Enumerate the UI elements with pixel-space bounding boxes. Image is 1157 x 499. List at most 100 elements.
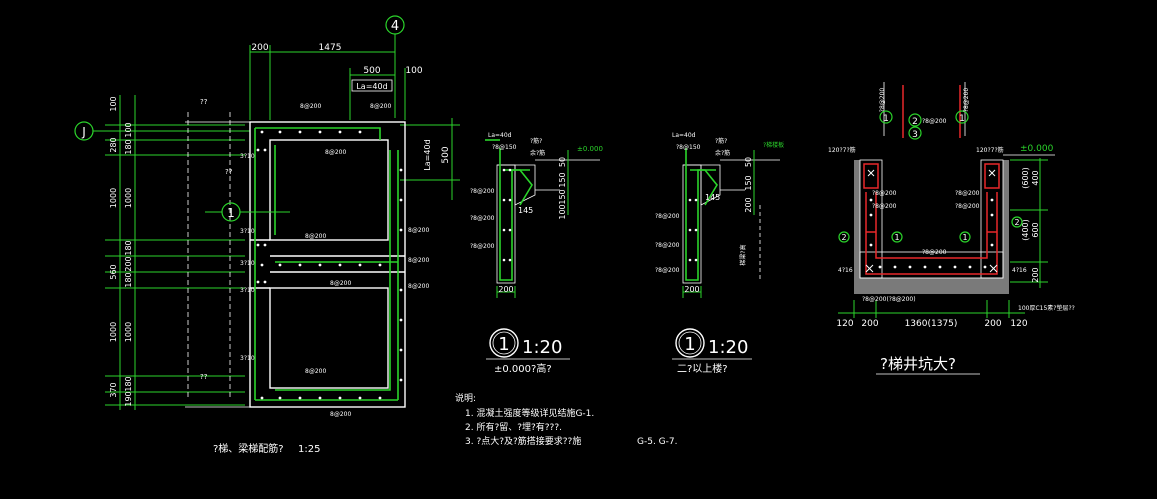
detail-a-tag-6: ?8@200 <box>470 243 495 250</box>
pit-tag-right-1: ?8@200 <box>955 190 980 197</box>
pit-dim-right-1: 400 <box>1031 170 1040 185</box>
detail-a: 200 145 50 150 150 100 ±0.000 La=40d ?8@… <box>470 132 603 375</box>
rebar-tag-4: 8@200 <box>305 368 326 375</box>
dim-inner-8: 190 <box>124 391 133 406</box>
small-tag-0: 3?10 <box>240 153 255 160</box>
detail-b-tag-3: 余?筋 <box>715 149 730 157</box>
pit-side-bubble-2 <box>959 231 971 243</box>
pit-bubble-0 <box>879 110 893 124</box>
detail-b-tag-7: 梯梁?高 <box>739 244 747 265</box>
notes-item-2: 2. 所有?留、?埋?有???. <box>465 421 562 433</box>
pit-top-label-2: ?8@200 <box>963 88 970 113</box>
pit-side-bubble-3 <box>1011 216 1023 228</box>
detail-b-dim-145: 145 <box>705 193 720 202</box>
lb-label: La=40d <box>423 139 432 170</box>
pit-bubble-label-3: 3 <box>912 130 918 140</box>
la-label: La=40d <box>356 82 387 91</box>
dim-inner-4: 200 <box>124 256 133 271</box>
detail-b: 200 145 50 150 200 La=40d ?8@150 ?筋? 余?筋… <box>655 132 784 375</box>
rebar-tag-7: 8@200 <box>408 257 429 264</box>
note-0: ?? <box>200 98 208 106</box>
detail-b-tag-5: ?8@200 <box>655 242 680 249</box>
pit-detail: 1 2 1 3 ?8@200 ?8@200 ?8@200 <box>828 82 1075 375</box>
detail-a-tag-1: ?8@150 <box>492 144 517 151</box>
pit-bottom-right-note: 100厚C15素?垫层?? <box>1018 304 1075 312</box>
pit-bubble-label-1: 2 <box>912 117 918 127</box>
dim-left-0: 100 <box>109 96 118 111</box>
rebar-tag-6: 8@200 <box>408 227 429 234</box>
pit-side-bubble-label-1: 1 <box>894 233 899 242</box>
pit-side-bubble-label-3: 2 <box>1014 218 1019 227</box>
dim-left-4: 1000 <box>109 322 118 342</box>
dim-left-5: 370 <box>109 382 118 397</box>
detail-a-subtitle: ±0.000?高? <box>494 362 552 375</box>
notes-item-1: 1. 混凝土强度等级详见结施G-1. <box>465 407 594 419</box>
detail-a-level: ±0.000 <box>577 145 603 153</box>
detail-b-dim-2: 200 <box>744 197 753 212</box>
plan-outline <box>249 121 406 408</box>
dim-inner-5: 180 <box>124 272 133 287</box>
detail-a-dim-145: 145 <box>518 206 533 215</box>
pit-dim-bottom-3: 200 <box>984 319 1001 329</box>
small-tag-1: 3?10 <box>240 228 255 235</box>
detail-b-tag-0: La=40d <box>672 132 696 139</box>
rebar-tag-5: 8@200 <box>330 411 351 418</box>
pit-tag-left-3: ?8@200 <box>922 249 947 256</box>
notes-ref: G-5. G-7. <box>637 437 677 447</box>
detail-a-tag-4: ?8@200 <box>470 188 495 195</box>
detail-b-dim-1: 150 <box>744 175 753 190</box>
detail-b-dim-0: 50 <box>744 157 753 167</box>
pit-dim-bottom-2: 1360(1375) <box>905 319 958 329</box>
detail-b-subtitle: 二?以上楼? <box>677 362 728 375</box>
rebar-tag-9: 8@200 <box>370 103 391 110</box>
detail-a-scale: 1:20 <box>522 337 562 358</box>
pit-dim-right-3: 600 <box>1031 222 1040 237</box>
pit-side-bubble-label-0: 2 <box>841 233 846 242</box>
detail-a-tag-5: ?8@200 <box>470 215 495 222</box>
pit-bottom-note: ?8@200(?8@200) <box>862 296 916 303</box>
detail-b-number: 1 <box>684 334 695 355</box>
general-notes: 说明: 1. 混凝土强度等级详见结施G-1. 2. 所有?留、?埋?有???. … <box>455 392 677 447</box>
section-marker-label: 1 <box>227 206 235 220</box>
detail-a-tag-0: La=40d <box>488 132 512 139</box>
detail-b-tag-6: ?8@200 <box>655 267 680 274</box>
grid-label-j: J <box>81 125 86 139</box>
pit-bubble-label-0: 1 <box>883 114 889 124</box>
pit-side-bubble-1 <box>891 231 903 243</box>
small-tag-3: 3?10 <box>240 287 255 294</box>
plan-scale: 1:25 <box>298 444 320 455</box>
rebar-tag-8: 8@200 <box>408 283 429 290</box>
pit-bubble-3 <box>908 126 922 140</box>
pit-dim-bottom-0: 120 <box>836 319 853 329</box>
pit-dim-right-4: 200 <box>1031 267 1040 282</box>
pit-tag-right-3: 4?16 <box>1012 267 1027 274</box>
detail-a-number: 1 <box>498 334 509 355</box>
dim-inner-2: 1000 <box>124 188 133 208</box>
pit-tag-right-2: ?8@200 <box>955 203 980 210</box>
small-tag-2: 3?10 <box>240 260 255 267</box>
notes-item-3: 3. ?点大?及?筋搭接要求??施 <box>465 435 581 447</box>
detail-b-dim-200: 200 <box>684 285 699 294</box>
detail-b-tag-1: ?8@150 <box>676 144 701 151</box>
pit-title: ?梯井坑大? <box>880 355 956 373</box>
dim-200: 200 <box>251 43 268 53</box>
pit-dim-right-2: (400) <box>1021 219 1030 241</box>
pit-bubble-2 <box>955 110 969 124</box>
grid-label-4: 4 <box>391 19 399 34</box>
detail-a-dim-0: 50 <box>558 157 567 167</box>
dim-500: 500 <box>363 66 380 76</box>
pit-bubble-1 <box>908 113 922 127</box>
stair-plan: 4 J 200 1475 500 100 La=40d 500 La=40d <box>74 15 460 455</box>
dim-inner-1: 180 <box>124 139 133 154</box>
detail-a-tag-3: 余?筋 <box>530 149 545 157</box>
dim-1475: 1475 <box>319 43 342 53</box>
detail-b-tag-2: ?筋? <box>715 137 727 145</box>
detail-b-tag-8: ?梯楼板 <box>763 141 784 149</box>
rebar-tag-0: 8@200 <box>300 103 321 110</box>
note-1: ?? <box>225 168 233 176</box>
dim-left-2: 1000 <box>109 188 118 208</box>
rebar-tag-1: 8@200 <box>325 149 346 156</box>
pit-bubble-label-2: 1 <box>959 114 965 124</box>
dim-inner-6: 1000 <box>124 322 133 342</box>
